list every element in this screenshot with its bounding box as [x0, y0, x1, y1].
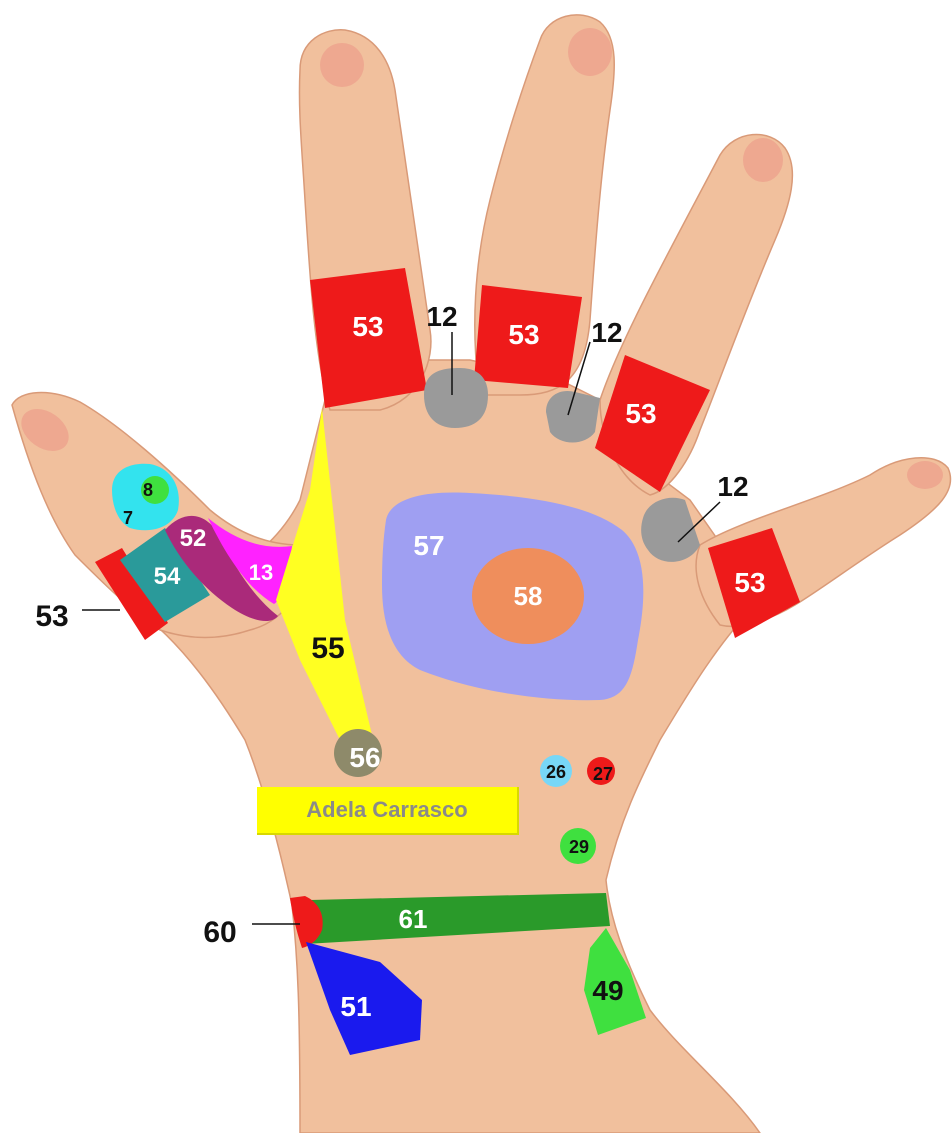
label-7: 7: [123, 508, 133, 528]
label-12-b: 12: [591, 317, 622, 348]
label-53-middle: 53: [508, 319, 539, 350]
label-61: 61: [399, 904, 428, 934]
label-53-thumb: 53: [35, 600, 68, 633]
index-nail: [320, 43, 364, 87]
label-57: 57: [413, 530, 444, 561]
ring-nail: [743, 138, 783, 182]
label-53-index: 53: [352, 311, 383, 342]
label-27: 27: [593, 764, 613, 784]
label-12-a: 12: [426, 301, 457, 332]
label-60: 60: [203, 916, 236, 949]
label-53-ring: 53: [625, 398, 656, 429]
zone-12-a[interactable]: [424, 368, 488, 428]
label-8: 8: [143, 480, 153, 500]
label-51: 51: [340, 991, 371, 1022]
label-53-little: 53: [734, 567, 765, 598]
author-caption: Adela Carrasco: [257, 787, 519, 835]
author-name: Adela Carrasco: [306, 797, 467, 823]
label-13: 13: [249, 560, 273, 585]
label-26: 26: [546, 762, 566, 782]
label-56: 56: [349, 742, 380, 773]
label-55: 55: [311, 632, 344, 665]
little-nail: [907, 461, 943, 489]
label-52: 52: [180, 525, 207, 552]
label-12-c: 12: [717, 471, 748, 502]
label-49: 49: [592, 975, 623, 1006]
label-29: 29: [569, 837, 589, 857]
label-58: 58: [514, 581, 543, 611]
label-54: 54: [154, 563, 181, 590]
middle-nail: [568, 28, 612, 76]
